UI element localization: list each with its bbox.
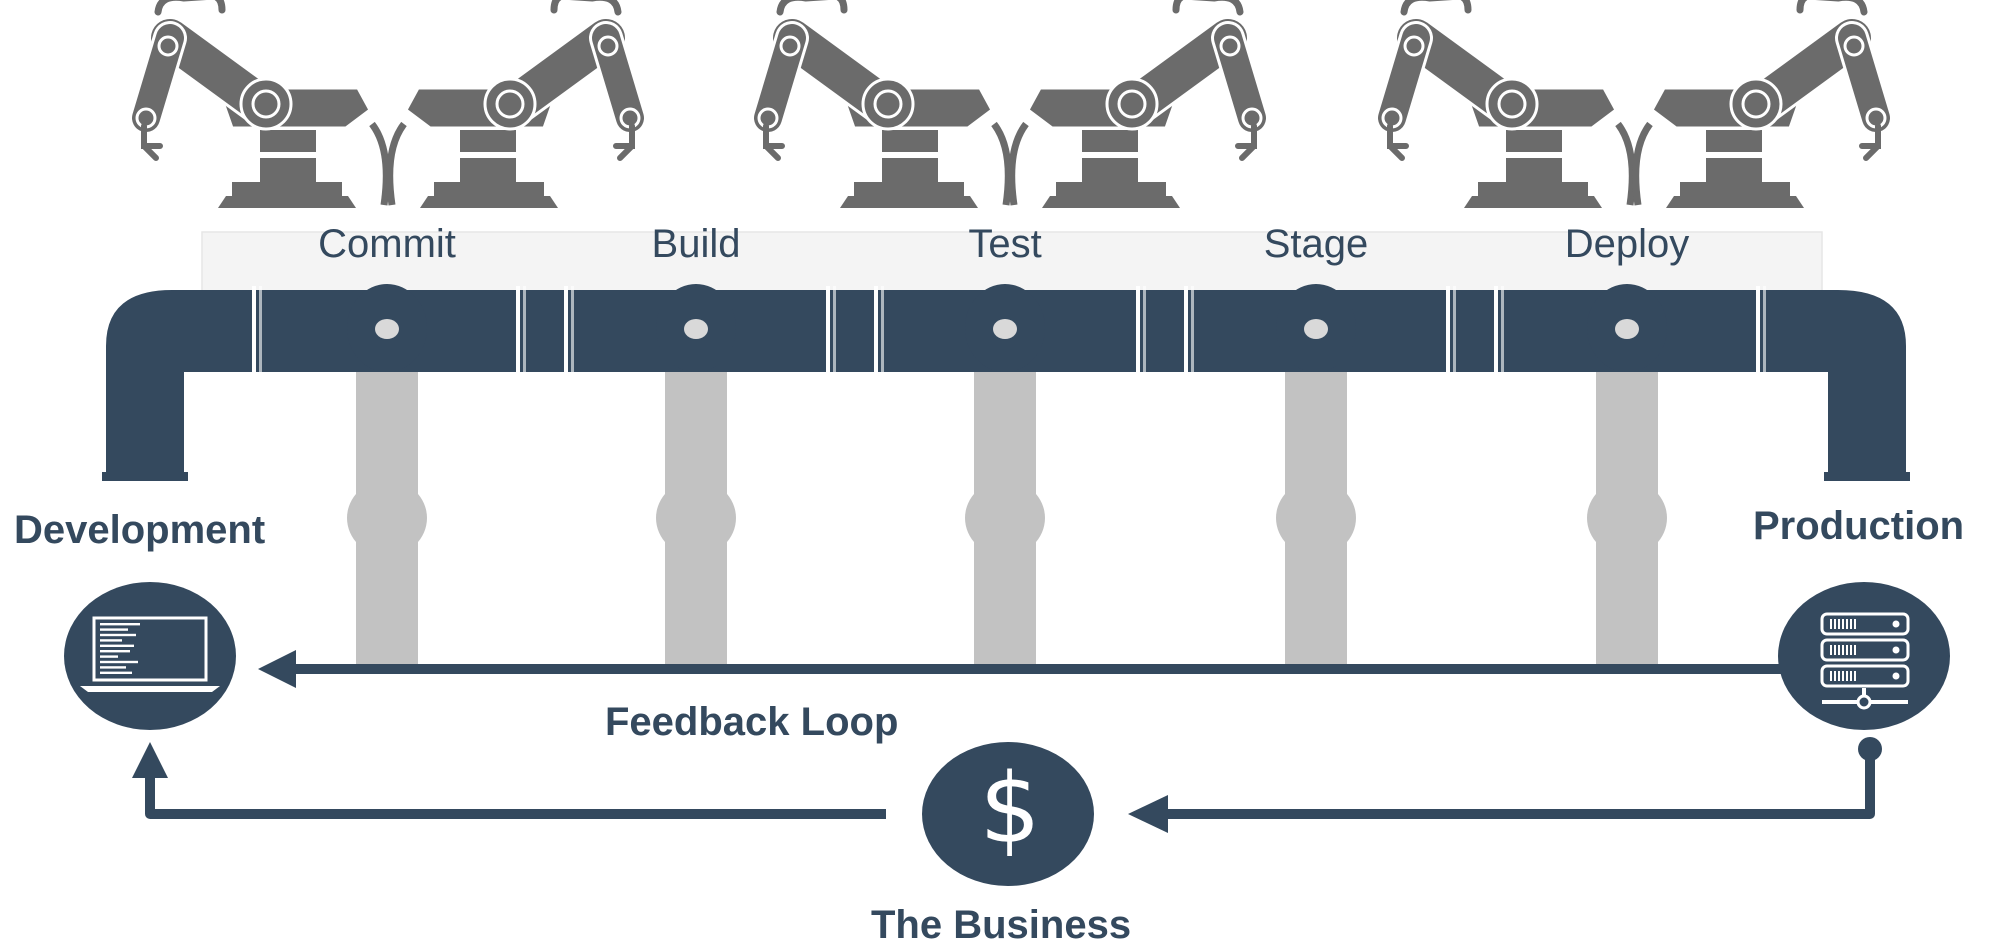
server-icon <box>1820 612 1910 710</box>
pipe-flange-gap <box>826 286 830 376</box>
pipe-support-joint <box>965 480 1045 556</box>
pipe-flange-gap <box>1191 286 1194 376</box>
pipe-flange-gap <box>1184 286 1188 376</box>
development-label: Development <box>14 508 266 552</box>
valve-hole <box>684 319 708 339</box>
production-label: Production <box>1753 504 1965 548</box>
pipeline <box>102 231 1910 664</box>
business-in-dot <box>1858 737 1882 761</box>
pipe-flange-left <box>102 472 188 481</box>
business-node <box>922 742 1094 886</box>
dollar-icon: $ <box>979 753 1041 865</box>
business-out-arrowhead <box>132 742 168 778</box>
robot-arm-icon <box>759 0 1008 208</box>
business-in-arrowhead <box>1128 795 1168 833</box>
stage-label-deploy: Deploy <box>1564 222 1690 266</box>
business-out-line <box>145 770 886 819</box>
pipe-support-joint <box>1276 480 1356 556</box>
pipe-flange-gap <box>523 286 526 376</box>
pipe-support-joint <box>347 480 427 556</box>
robot-arm-icon <box>1636 0 1885 208</box>
pipe-flange-gap <box>1446 286 1450 376</box>
robot-arm-icon <box>137 0 386 208</box>
pipe-flange-gap <box>1494 286 1498 376</box>
pipe-flange-gap <box>1453 286 1456 376</box>
robot-arm-icon <box>390 0 639 208</box>
valve-hole <box>1304 319 1328 339</box>
robot-arm-icon <box>1012 0 1261 208</box>
pipe-flange-gap <box>874 286 878 376</box>
development-node <box>64 582 236 730</box>
pipe-flange-right <box>1824 472 1910 481</box>
stage-label-stage: Stage <box>1263 222 1369 266</box>
business-label: The Business <box>871 903 1132 947</box>
feedback-arrowhead <box>258 650 296 688</box>
stage-label-test: Test <box>968 222 1042 266</box>
pipe-flange-gap <box>1763 286 1766 376</box>
valve-hole <box>1615 319 1639 339</box>
pipe-support-joint <box>1587 480 1667 556</box>
stage-label-commit: Commit <box>318 222 456 266</box>
laptop-icon <box>80 616 220 692</box>
pipe-flange-gap <box>1501 286 1504 376</box>
valve-hole <box>993 319 1017 339</box>
pipe-flange-gap <box>1136 286 1140 376</box>
robot-arm-icon <box>1383 0 1632 208</box>
feedback-loop-label: Feedback Loop <box>605 700 899 744</box>
pipe-flange-gap <box>252 286 256 376</box>
business-in-line <box>1160 748 1875 819</box>
feedback-flows <box>64 582 1950 886</box>
robot-arms <box>137 0 1885 208</box>
pipe-flange-gap <box>1756 286 1760 376</box>
pipe-flange-gap <box>571 286 574 376</box>
pipe-flange-gap <box>259 286 262 376</box>
pipe-support-joint <box>656 480 736 556</box>
valve-hole <box>375 319 399 339</box>
pipe-flange-gap <box>564 286 568 376</box>
feedback-arrow-line <box>282 664 1792 674</box>
stage-label-build: Build <box>651 222 741 266</box>
pipe-flange-gap <box>881 286 884 376</box>
pipe-flange-gap <box>833 286 836 376</box>
pipe-flange-gap <box>1143 286 1146 376</box>
pipe-flange-gap <box>516 286 520 376</box>
